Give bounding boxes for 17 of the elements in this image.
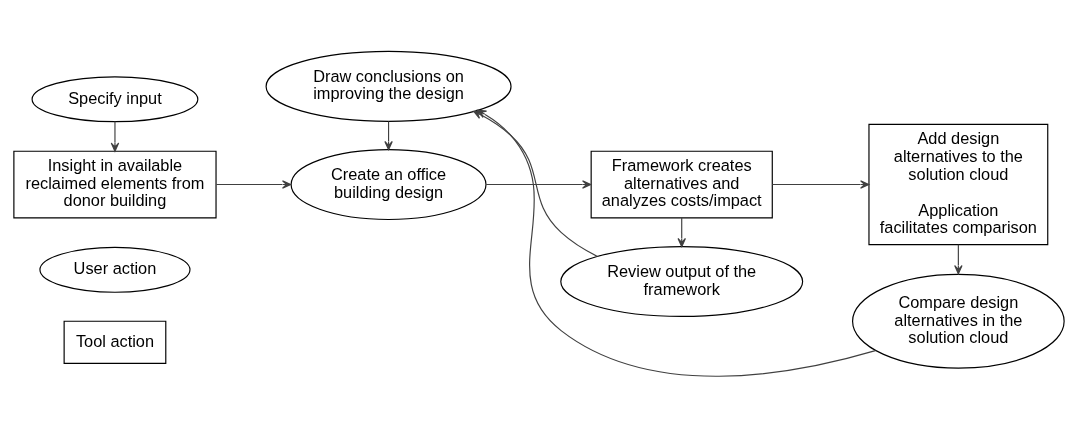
arrow xyxy=(677,216,686,247)
node-ellipse: Review output of the framework xyxy=(560,245,804,317)
node-box: Tool action xyxy=(63,320,167,364)
node-box: Insight in available reclaimed elements from donor building xyxy=(13,150,217,218)
node-box: Framework creates alternatives and analyzes costs/impact xyxy=(590,150,773,218)
node-ellipse: User action xyxy=(39,246,191,293)
arrow xyxy=(477,109,876,377)
arrow xyxy=(954,243,963,274)
arrow xyxy=(215,179,292,189)
arrow xyxy=(771,179,870,189)
arrow xyxy=(110,120,120,152)
node-ellipse: Specify input xyxy=(31,75,199,122)
node-box: Add design alternatives to the solution cloud Application facilitates comparison xyxy=(868,123,1049,245)
arrow xyxy=(485,179,592,189)
node-ellipse: Create an office building design xyxy=(290,148,487,220)
node-ellipse: Compare design alternatives in the solution cloud xyxy=(852,273,1065,369)
arrow xyxy=(384,120,393,150)
